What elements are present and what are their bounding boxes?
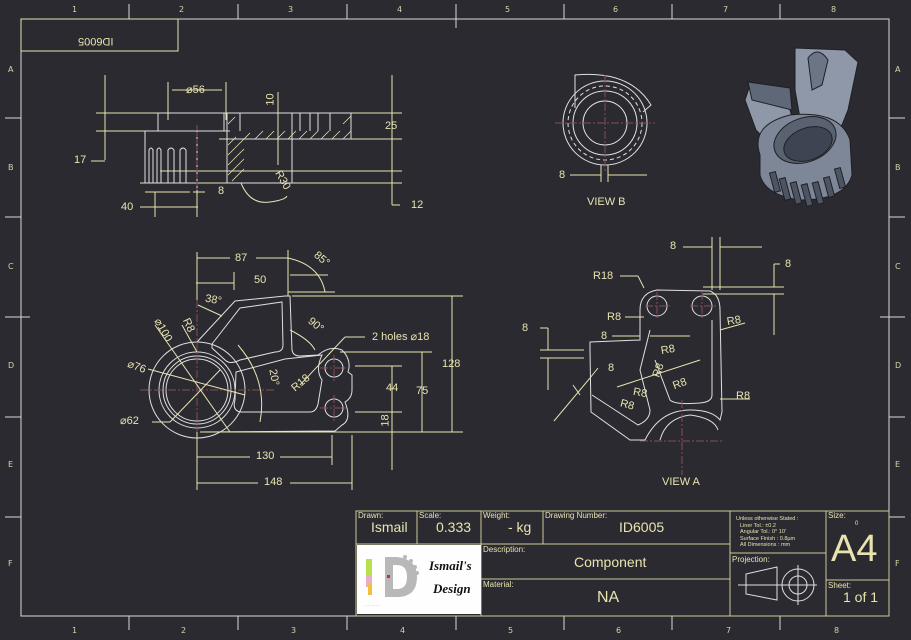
- dim-87: 87: [235, 252, 248, 264]
- col-label: 7: [726, 626, 732, 635]
- dim-view-a-8-left: 8: [522, 322, 529, 334]
- col-label: 4: [400, 626, 406, 635]
- row-label: F: [8, 559, 13, 568]
- note-line: Angular Tol.: 0° 10': [740, 529, 786, 535]
- drawing-number-label: Drawing Number:: [545, 511, 608, 520]
- view-b-label: VIEW B: [587, 196, 626, 208]
- general-notes: Unless otherwise Stated : Liner Tol.: ±0…: [736, 516, 798, 549]
- row-label: E: [895, 460, 901, 469]
- dim-holes-18: 2 holes ⌀18: [372, 331, 430, 343]
- drawn-label: Drawn:: [358, 511, 384, 520]
- description-value: Component: [574, 554, 647, 570]
- dim-view-a-r8-a: R8: [607, 311, 622, 323]
- scale-label: Scale:: [419, 511, 442, 520]
- dim-view-a-r8-g: R8: [736, 390, 751, 402]
- dim-diameter-56: ⌀56: [186, 84, 205, 96]
- row-label: D: [895, 361, 902, 370]
- row-label: C: [895, 262, 901, 271]
- dim-view-b-8: 8: [559, 169, 566, 181]
- col-label: 5: [505, 5, 511, 14]
- svg-text:··· ········: ··· ········: [365, 603, 381, 608]
- dim-130: 130: [256, 450, 275, 462]
- col-label: 7: [723, 5, 729, 14]
- weight-label: Weight:: [483, 511, 510, 520]
- row-label: D: [8, 361, 15, 370]
- section-view: [91, 75, 402, 217]
- dim-8: 8: [218, 185, 225, 197]
- col-label: 8: [834, 626, 840, 635]
- dim-view-a-8-diag: 8: [608, 362, 615, 374]
- logo-graphic: ··· ········: [365, 555, 419, 608]
- col-label: 4: [397, 5, 403, 14]
- dim-diameter-62: ⌀62: [120, 415, 139, 427]
- col-label: 1: [72, 626, 78, 635]
- logo-text-line1: Ismail's: [429, 558, 472, 573]
- projection-label: Projection:: [732, 555, 770, 564]
- row-label: A: [8, 65, 14, 74]
- dim-44: 44: [386, 382, 399, 394]
- material-label: Material:: [483, 580, 514, 589]
- projection-symbol: [738, 565, 817, 605]
- col-label: 3: [291, 626, 297, 635]
- drawing-number-value: ID6005: [619, 519, 665, 535]
- description-label: Description:: [483, 545, 526, 554]
- view-a: [540, 237, 784, 475]
- dim-128: 128: [442, 358, 461, 370]
- row-label: B: [895, 163, 901, 172]
- dim-view-a-8-mid: 8: [601, 330, 608, 342]
- dim-148: 148: [264, 476, 283, 488]
- scale-value: 0.333: [436, 519, 472, 535]
- sheet-value: 1 of 1: [843, 589, 879, 605]
- dim-40: 40: [121, 201, 134, 213]
- dim-view-a-r18: R18: [593, 270, 614, 282]
- dim-12: 12: [411, 199, 424, 211]
- col-label: 5: [508, 626, 514, 635]
- view-b: [555, 73, 655, 182]
- row-label: A: [895, 65, 901, 74]
- company-logo: ··· ········ Ismail's Design: [357, 545, 481, 614]
- row-label: E: [8, 460, 14, 469]
- col-label: 1: [72, 5, 78, 14]
- dim-25: 25: [385, 120, 398, 132]
- col-label: 8: [831, 5, 837, 14]
- row-label: B: [8, 163, 14, 172]
- dim-view-a-8-right: 8: [785, 258, 792, 270]
- note-line: Surface Finish : 0.8µm: [740, 535, 796, 542]
- col-label: 6: [613, 5, 619, 14]
- row-label: C: [8, 262, 14, 271]
- revision-marker: 0: [855, 521, 859, 527]
- logo-text-line2: Design: [433, 581, 471, 596]
- dim-50: 50: [254, 274, 267, 286]
- sheet-label: Sheet:: [828, 581, 852, 590]
- size-label: Size:: [828, 511, 846, 520]
- material-value: NA: [597, 589, 620, 606]
- col-label: 2: [179, 5, 185, 14]
- note-line: Liner Tol.: ±0.2: [740, 522, 776, 529]
- mirrored-id-box: [20, 18, 179, 52]
- weight-value: - kg: [508, 519, 532, 535]
- dim-75: 75: [416, 385, 429, 397]
- col-label: 3: [288, 5, 294, 14]
- col-label: 2: [181, 626, 187, 635]
- note-line: Unless otherwise Stated :: [736, 516, 799, 522]
- dim-17: 17: [74, 154, 87, 166]
- note-line: All Dimensions : mm: [740, 542, 791, 548]
- drawn-value: Ismail: [371, 519, 408, 535]
- row-label: F: [895, 559, 900, 568]
- dim-view-a-8-top: 8: [670, 240, 677, 252]
- view-a-label: VIEW A: [662, 476, 700, 488]
- title-block-lines: [355, 510, 890, 617]
- main-view: [140, 250, 463, 490]
- col-label: 6: [616, 626, 622, 635]
- sheet-size-value: A4: [831, 528, 878, 570]
